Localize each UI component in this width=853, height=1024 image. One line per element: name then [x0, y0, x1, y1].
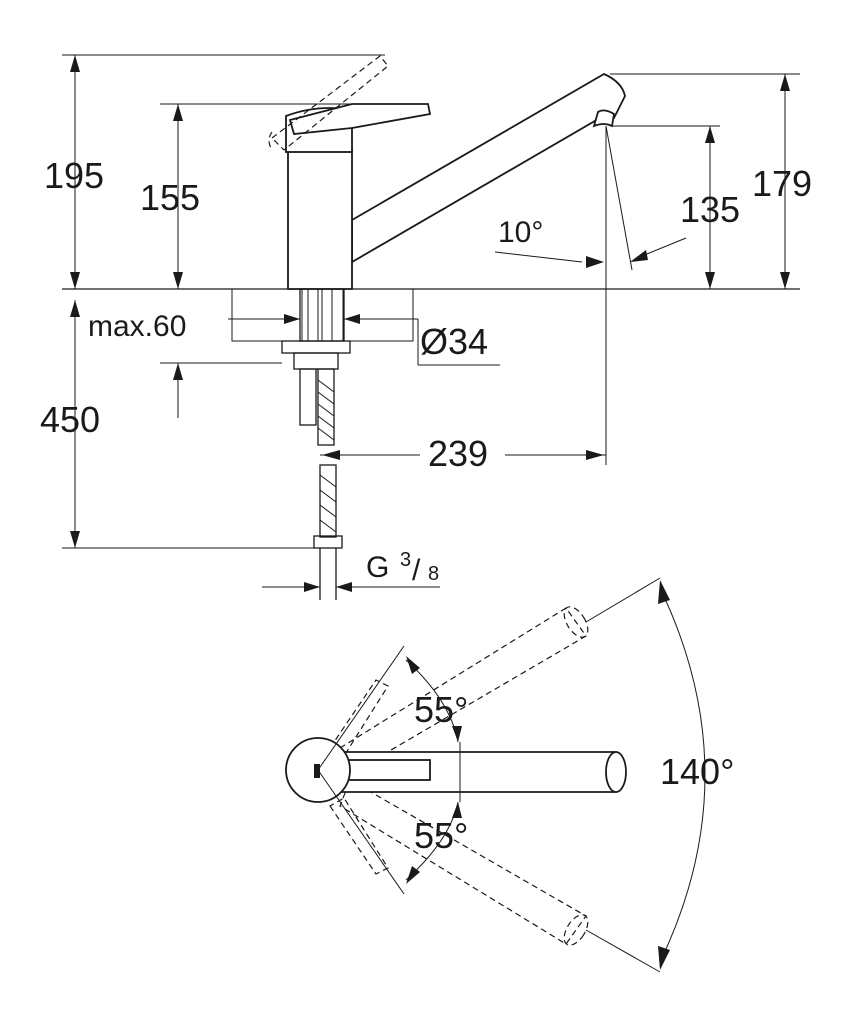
spout-swivel-angle: 140° [660, 751, 734, 792]
svg-text:3: 3 [400, 549, 411, 571]
handle-angle-upper: 55° [414, 689, 468, 730]
side-view: 195 155 179 135 10° max.60 Ø34 450 239 G… [40, 54, 812, 600]
dim-spout-angle: 10° [498, 216, 543, 249]
dim-spout-projection: 239 [428, 433, 488, 474]
angle-dims [317, 577, 706, 973]
top-view: 55° 55° 140° [285, 577, 734, 973]
dim-spout-reach-height: 179 [752, 163, 812, 204]
svg-text:8: 8 [428, 563, 439, 585]
dimension-lines [62, 54, 800, 592]
handle-angle-lower: 55° [414, 815, 468, 856]
dim-hole-diameter: Ø34 [420, 321, 488, 362]
svg-text:G: G [366, 551, 389, 584]
dim-spout-outlet-height: 135 [680, 189, 740, 230]
dim-max-deck: max.60 [88, 310, 186, 343]
dim-total-height: 195 [44, 155, 104, 196]
spout-ghost-lower [339, 779, 589, 946]
dim-hose-length: 450 [40, 399, 100, 440]
svg-text:/: / [412, 554, 421, 587]
thread-label: G 3 / 8 [366, 549, 439, 587]
mounting-assembly [281, 288, 351, 600]
dim-body-height: 155 [140, 177, 200, 218]
mixer-body [268, 55, 626, 290]
